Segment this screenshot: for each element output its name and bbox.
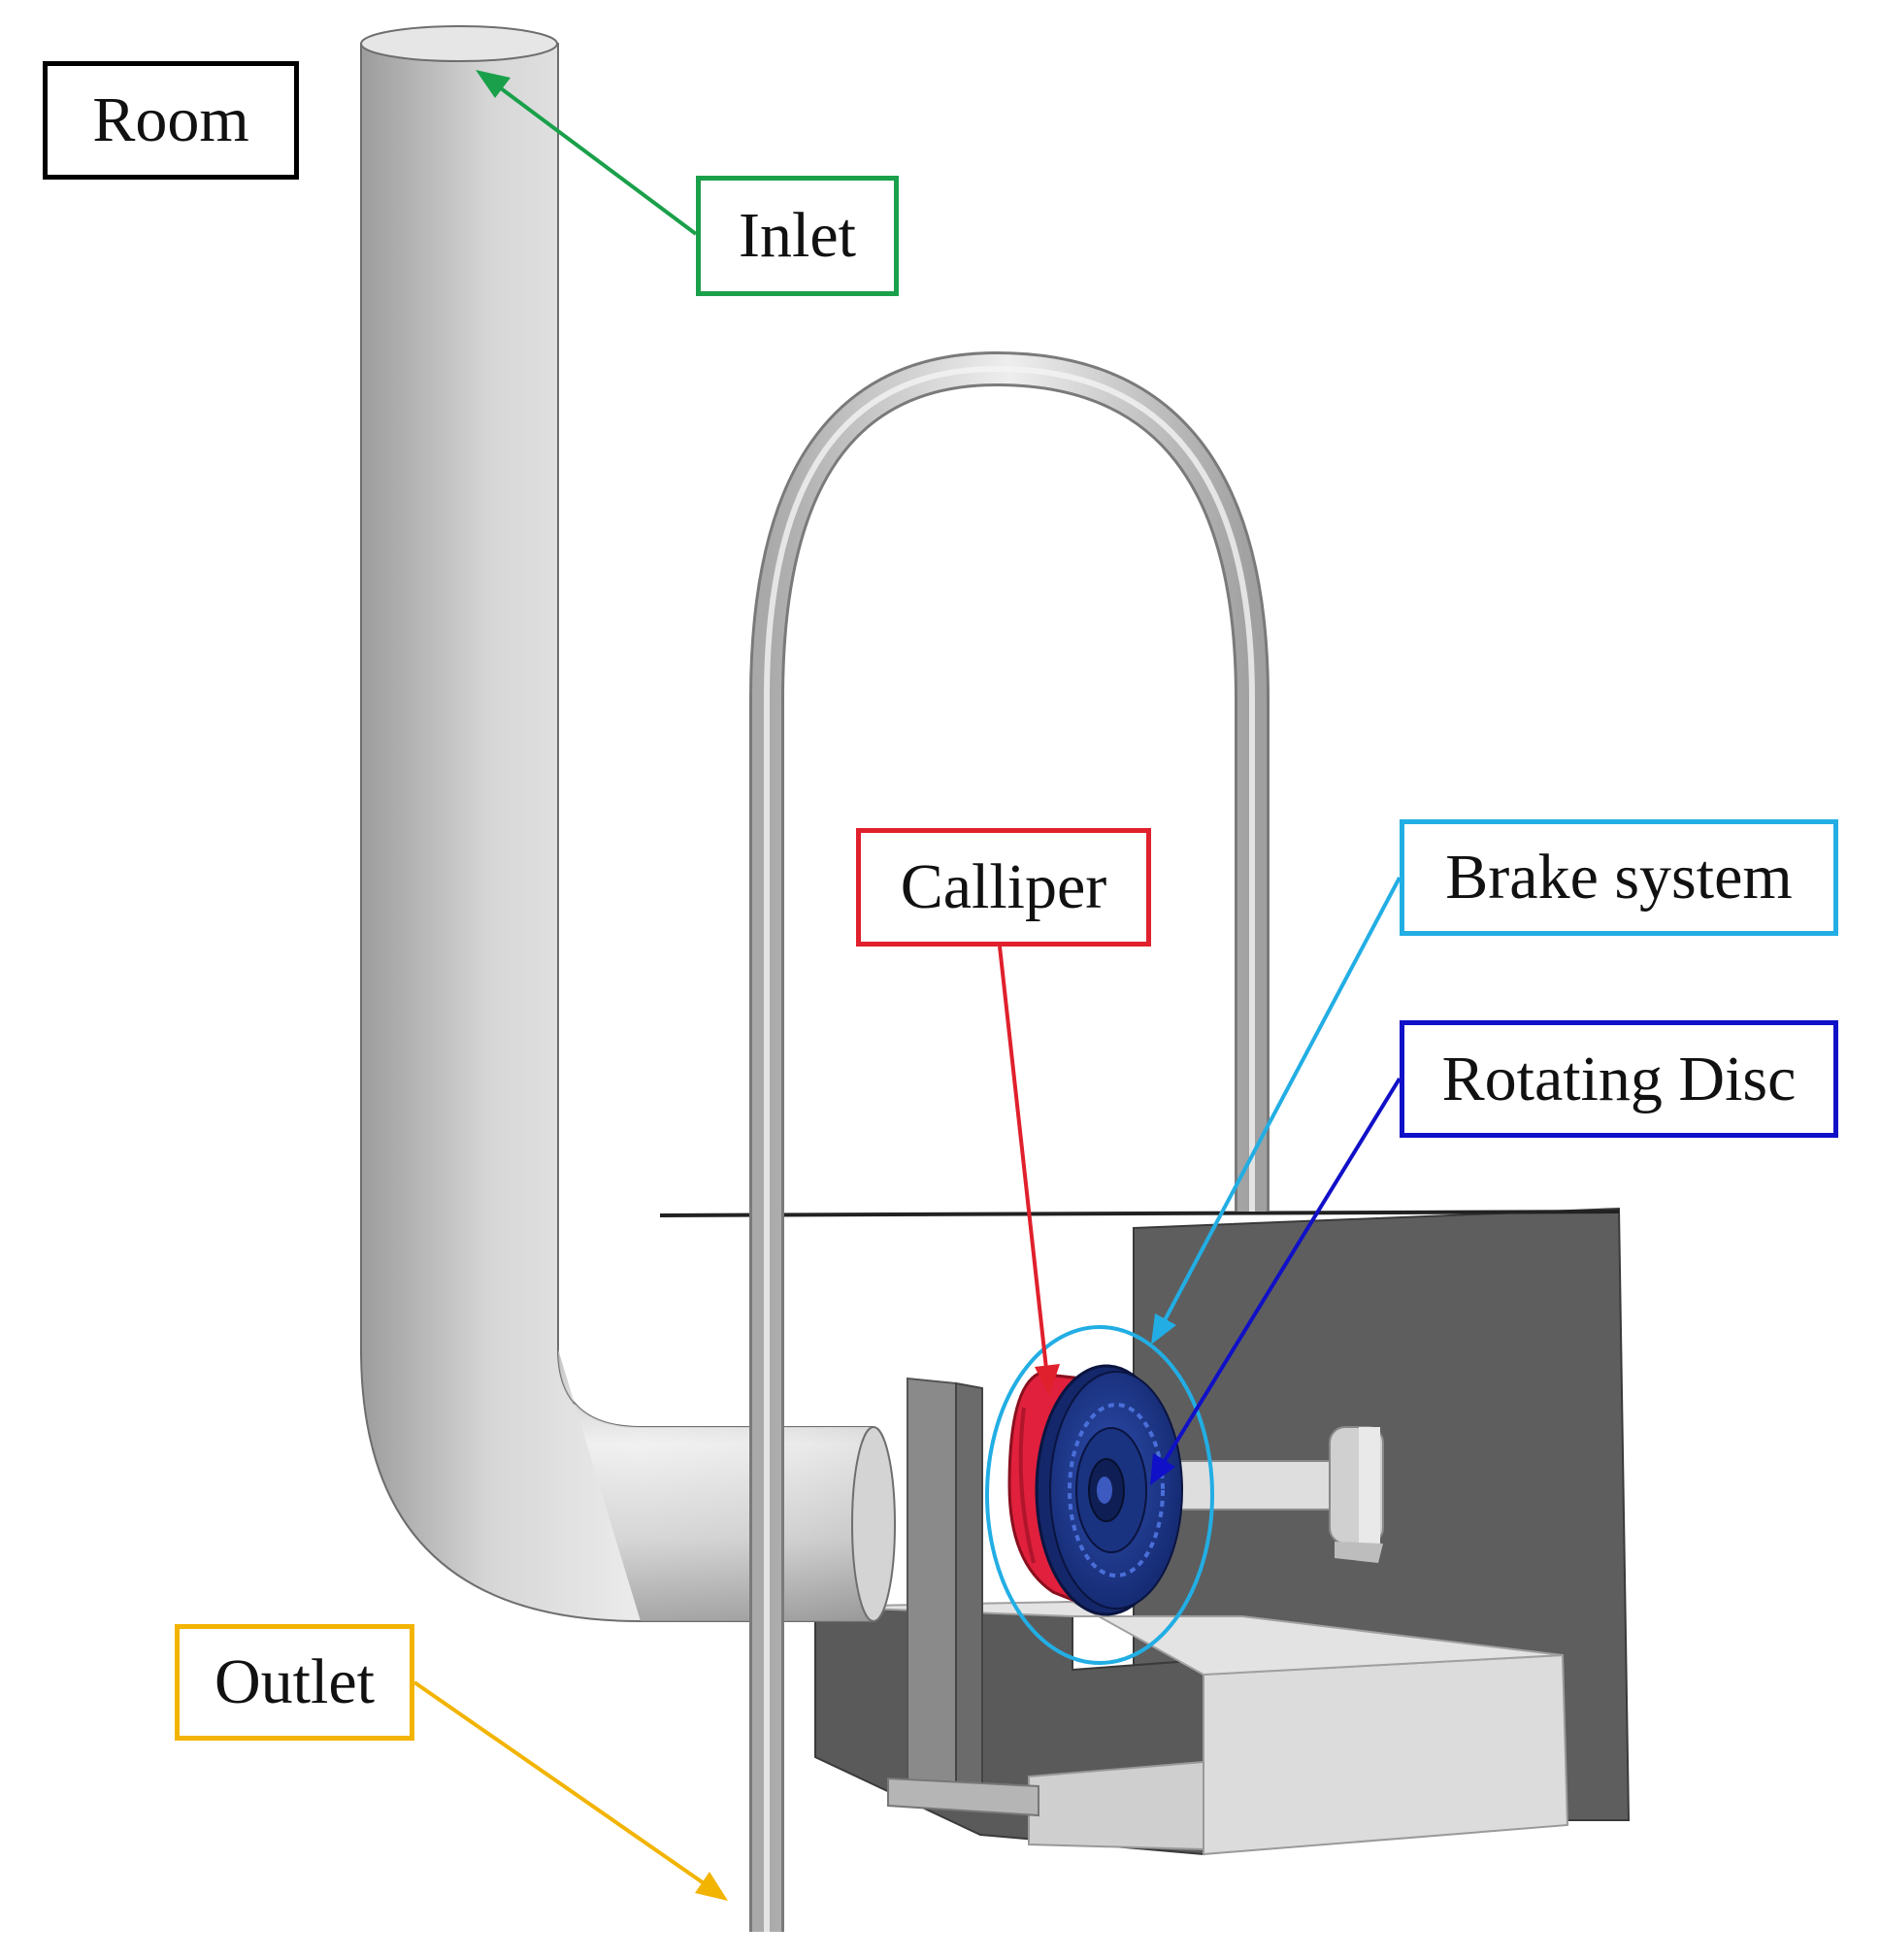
brake-system-arrow (1163, 877, 1402, 1321)
calliper-arrow (998, 946, 1048, 1370)
brake-system-highlight (985, 1325, 1214, 1665)
outlet-label: Outlet (175, 1624, 414, 1741)
calliper-label: Calliper (856, 828, 1151, 947)
outlet-arrow (412, 1680, 709, 1887)
duct-pipe (360, 25, 896, 1622)
rotating-disc (1035, 1364, 1183, 1616)
shaft (1173, 1426, 1384, 1563)
inlet-arrow (495, 83, 698, 236)
inlet-label: Inlet (696, 176, 899, 296)
rotating-disc-arrow (1163, 1077, 1402, 1463)
brake-system-label: Brake system (1400, 819, 1838, 936)
loop-tube (749, 350, 1270, 1932)
room-label: Room (43, 61, 299, 180)
leader-arrows (412, 70, 1402, 1901)
rotating-disc-label: Rotating Disc (1400, 1020, 1838, 1138)
